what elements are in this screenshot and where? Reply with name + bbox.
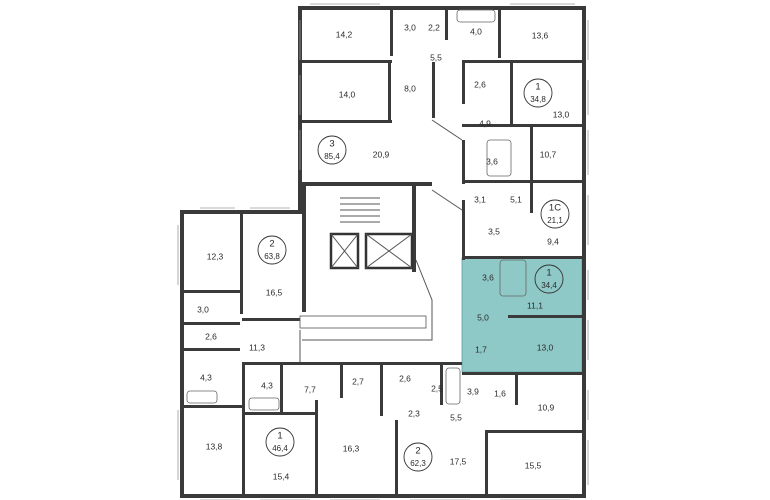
room-area-label: 5,5 [450, 412, 462, 422]
room-area-label: 11,3 [249, 342, 265, 352]
room-area-label: 16,3 [343, 443, 360, 453]
apartment-area: 34,8 [530, 95, 546, 104]
apartment-marker-a1c[interactable]: 1С 21,1 [540, 199, 570, 229]
room-area-label: 2,5 [431, 383, 443, 393]
room-area-label: 3,0 [404, 22, 416, 32]
apartment-area: 62,3 [410, 459, 426, 468]
apartment-number: 1 [277, 431, 282, 442]
bathroom-fixtures [186, 9, 527, 411]
room-area-label: 3,6 [482, 272, 494, 282]
room-area-label: 3,0 [197, 304, 209, 314]
room-area-label: 2,3 [408, 408, 420, 418]
room-area-label: 3,6 [486, 156, 498, 166]
apartment-marker-a1-selected[interactable]: 1 34,4 [534, 264, 564, 294]
windows [177, 3, 589, 500]
room-area-label: 12,3 [207, 251, 224, 261]
room-area-label: 13,0 [553, 109, 570, 119]
apartment-number: 3 [329, 139, 334, 150]
room-area-label: 1,7 [475, 344, 487, 354]
room-area-label: 2,7 [352, 376, 364, 386]
room-area-label: 2,6 [205, 331, 217, 341]
room-area-label: 3,1 [474, 194, 486, 204]
room-area-label: 8,0 [404, 83, 416, 93]
interior-walls [184, 8, 586, 494]
apartment-number: 1 [546, 268, 551, 279]
room-area-label: 9,4 [547, 236, 559, 246]
apartment-marker-a1-bottom[interactable]: 1 46,4 [265, 427, 295, 457]
apartment-number: 2 [415, 446, 420, 457]
room-area-label: 5,5 [430, 52, 442, 62]
apartment-area: 21,1 [547, 216, 563, 225]
room-area-label: 5,0 [477, 312, 489, 322]
room-area-label: 13,0 [537, 342, 554, 352]
room-area-label: 4,0 [470, 26, 482, 36]
apartment-number: 1С [549, 203, 561, 214]
apartment-area: 85,4 [324, 152, 340, 161]
room-area-label: 3,5 [488, 226, 500, 236]
room-area-label: 4,3 [261, 380, 273, 390]
room-area-label: 13,8 [206, 441, 223, 451]
apartment-marker-a1-top[interactable]: 1 34,8 [523, 78, 553, 108]
room-area-label: 5,1 [510, 194, 522, 204]
room-area-label: 1,6 [494, 388, 506, 398]
room-area-label: 16,5 [266, 287, 283, 297]
apartment-area: 46,4 [272, 444, 288, 453]
room-area-label: 10,9 [538, 402, 555, 412]
room-area-label: 7,7 [304, 384, 316, 394]
staircase [330, 197, 413, 269]
apartment-number: 2 [269, 239, 274, 250]
apartment-area: 34,4 [541, 281, 557, 290]
room-area-label: 14,2 [336, 29, 353, 39]
room-area-label: 14,0 [339, 89, 356, 99]
apartment-number: 1 [535, 82, 540, 93]
room-area-label: 4,9 [479, 118, 491, 128]
room-area-label: 20,9 [373, 149, 390, 159]
apartment-marker-a3[interactable]: 3 85,4 [317, 135, 347, 165]
room-area-label: 4,3 [200, 372, 212, 382]
room-area-label: 15,4 [273, 471, 290, 481]
room-area-label: 17,5 [450, 456, 467, 466]
room-area-label: 2,2 [428, 22, 440, 32]
room-area-label: 11,1 [527, 300, 543, 310]
room-area-label: 3,9 [467, 386, 479, 396]
room-area-label: 13,6 [532, 30, 549, 40]
room-area-label: 10,7 [540, 149, 557, 159]
room-area-label: 2,6 [399, 373, 411, 383]
apartment-marker-a2-left[interactable]: 2 63,8 [257, 235, 287, 265]
room-area-label: 15,5 [525, 460, 542, 470]
room-labels: 14,2 3,0 2,2 4,0 13,6 5,5 14,0 8,0 2,6 1… [197, 22, 569, 481]
apartment-area: 63,8 [264, 252, 280, 261]
corridor-lines [299, 119, 463, 362]
apartment-marker-a2-bottom[interactable]: 2 62,3 [403, 442, 433, 472]
room-area-label: 2,6 [474, 79, 486, 89]
